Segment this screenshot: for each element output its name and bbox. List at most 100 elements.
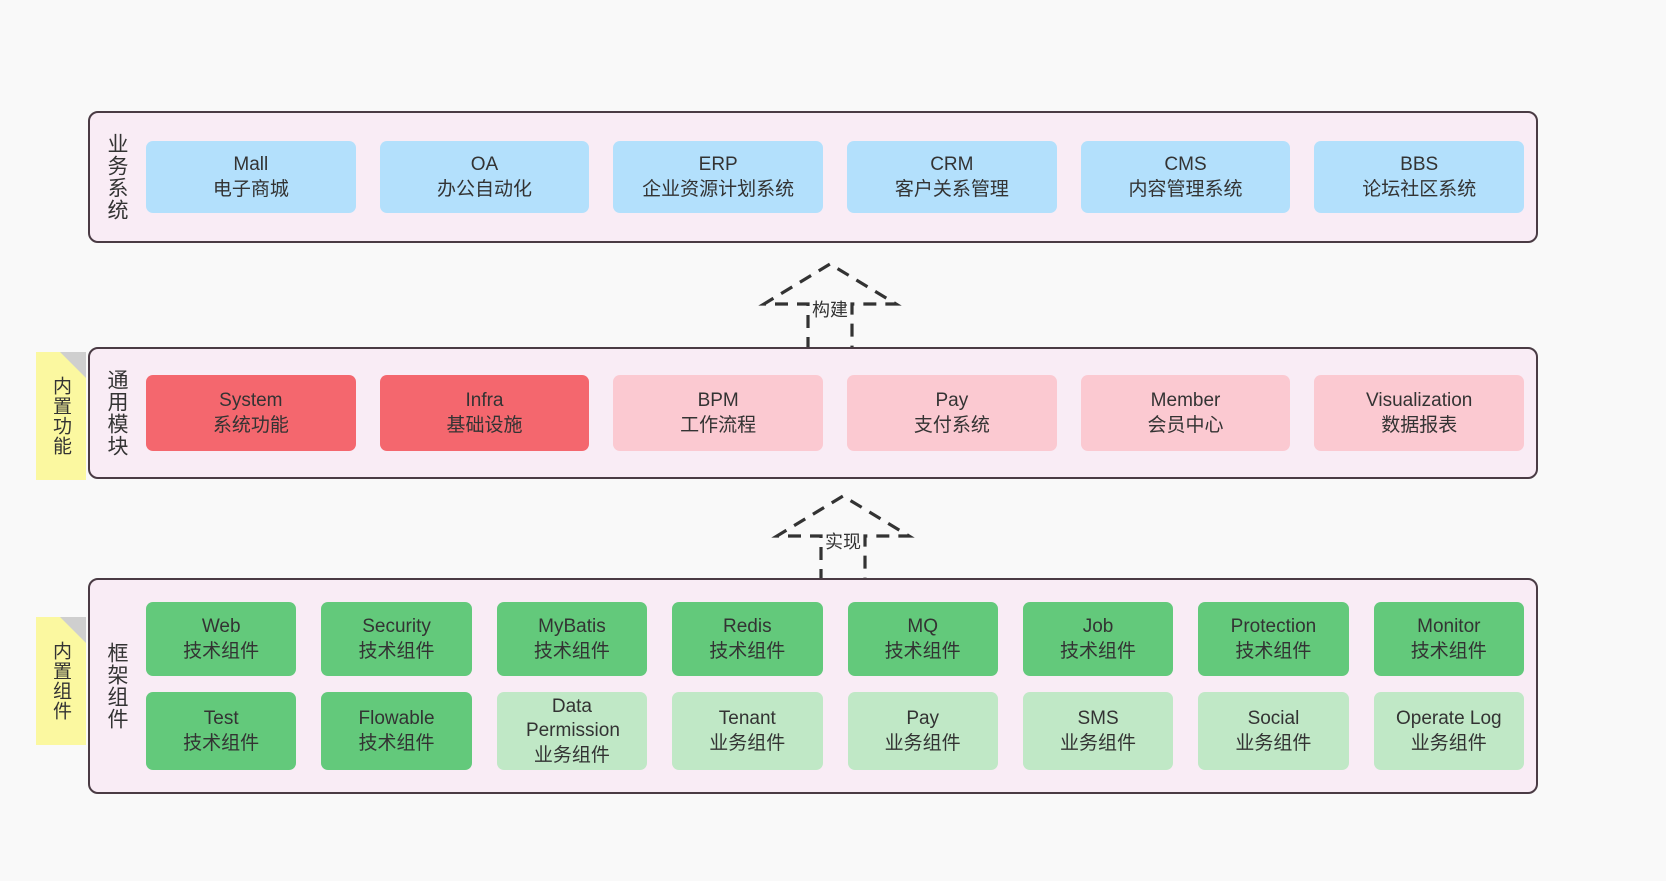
- node-subtitle: 系统功能: [212, 414, 289, 436]
- node-title: MQ: [907, 615, 938, 637]
- node-subtitle: 技术组件: [358, 640, 435, 662]
- node-mall[interactable]: Mall 电子商城: [146, 141, 356, 213]
- layer-title-framework-components: 框架组件: [104, 642, 129, 730]
- node-title: Job: [1082, 615, 1114, 637]
- node-title: Social: [1247, 707, 1300, 729]
- node-subtitle: 业务组件: [533, 744, 610, 767]
- node-subtitle: 业务组件: [709, 732, 786, 754]
- side-tag-label: 内置组件: [50, 641, 73, 721]
- node-title: MyBatis: [538, 615, 606, 637]
- node-bpm[interactable]: BPM 工作流程: [613, 375, 824, 451]
- node-tenant[interactable]: Tenant 业务组件: [672, 692, 823, 770]
- node-title: Tenant: [718, 707, 776, 729]
- arrow-label-build: 构建: [810, 296, 850, 322]
- node-social[interactable]: Social 业务组件: [1198, 692, 1349, 770]
- node-subtitle: 客户关系管理: [894, 178, 1009, 200]
- node-subtitle: 技术组件: [1410, 640, 1487, 662]
- node-title: Monitor: [1417, 615, 1481, 637]
- node-oa[interactable]: OA 办公自动化: [379, 141, 590, 213]
- node-row: System 系统功能 Infra 基础设施 BPM 工作流程 Pay 支付系统…: [146, 375, 1525, 451]
- node-title: BBS: [1400, 153, 1439, 175]
- node-subtitle: 技术组件: [1235, 640, 1312, 662]
- node-title: Mall: [233, 153, 269, 175]
- node-job[interactable]: Job 技术组件: [1022, 602, 1174, 676]
- node-security[interactable]: Security 技术组件: [321, 602, 472, 676]
- node-system[interactable]: System 系统功能: [146, 375, 356, 451]
- layer-business-systems: 业务系统 Mall 电子商城 OA 办公自动化 ERP 企业资源计划系统 CRM…: [88, 111, 1538, 243]
- node-subtitle: 电子商城: [212, 178, 289, 200]
- node-title: Pay: [906, 707, 940, 729]
- node-row: Web 技术组件 Security 技术组件 MyBatis 技术组件 Redi…: [146, 602, 1524, 676]
- node-subtitle: 业务组件: [1410, 732, 1487, 754]
- layer-body-framework-components: Web 技术组件 Security 技术组件 MyBatis 技术组件 Redi…: [142, 580, 1536, 792]
- node-erp[interactable]: ERP 企业资源计划系统: [613, 141, 824, 213]
- layer-body-common-modules: System 系统功能 Infra 基础设施 BPM 工作流程 Pay 支付系统…: [142, 349, 1536, 477]
- node-subtitle: 技术组件: [358, 732, 435, 754]
- node-mybatis[interactable]: MyBatis 技术组件: [496, 602, 648, 676]
- node-title: System: [219, 389, 283, 411]
- node-title: CRM: [930, 153, 974, 175]
- node-cms[interactable]: CMS 内容管理系统: [1080, 141, 1291, 213]
- node-subtitle: 技术组件: [183, 640, 260, 662]
- node-monitor[interactable]: Monitor 技术组件: [1373, 602, 1524, 676]
- node-pay-component[interactable]: Pay 业务组件: [847, 692, 998, 770]
- node-bbs[interactable]: BBS 论坛社区系统: [1314, 141, 1525, 213]
- node-subtitle: 工作流程: [680, 414, 757, 436]
- node-test[interactable]: Test 技术组件: [146, 692, 297, 770]
- layer-body-business-systems: Mall 电子商城 OA 办公自动化 ERP 企业资源计划系统 CRM 客户关系…: [142, 113, 1536, 241]
- node-title: Test: [203, 707, 239, 729]
- node-member[interactable]: Member 会员中心: [1080, 375, 1291, 451]
- node-redis[interactable]: Redis 技术组件: [672, 602, 823, 676]
- node-title: CMS: [1164, 153, 1207, 175]
- node-title: Visualization: [1366, 389, 1473, 411]
- node-title: Pay: [935, 389, 969, 411]
- folded-corner-icon: [60, 617, 86, 643]
- node-web[interactable]: Web 技术组件: [146, 602, 297, 676]
- node-subtitle: 业务组件: [884, 732, 961, 754]
- side-tag-builtin-components: 内置组件: [36, 617, 86, 745]
- node-title: Infra: [465, 389, 504, 411]
- node-operate-log[interactable]: Operate Log 业务组件: [1373, 692, 1524, 770]
- node-protection[interactable]: Protection 技术组件: [1198, 602, 1349, 676]
- node-title: Flowable: [358, 707, 435, 729]
- node-crm[interactable]: CRM 客户关系管理: [847, 141, 1057, 213]
- node-visualization[interactable]: Visualization 数据报表: [1314, 375, 1525, 451]
- node-title: Security: [362, 615, 431, 637]
- arrow-implement: 实现: [771, 494, 915, 582]
- node-subtitle: 内容管理系统: [1128, 178, 1243, 200]
- folded-corner-icon: [60, 352, 86, 378]
- layer-title-business-systems: 业务系统: [104, 133, 129, 221]
- arrow-build: 构建: [758, 262, 902, 350]
- node-subtitle: 数据报表: [1381, 414, 1458, 436]
- node-title: Data Permission: [525, 695, 620, 741]
- node-title: OA: [470, 153, 499, 175]
- arrow-label-implement: 实现: [823, 528, 863, 554]
- node-subtitle: 技术组件: [533, 640, 610, 662]
- node-title: ERP: [698, 153, 738, 175]
- node-subtitle: 技术组件: [1060, 640, 1137, 662]
- node-subtitle: 技术组件: [183, 732, 260, 754]
- node-mq[interactable]: MQ 技术组件: [847, 602, 998, 676]
- node-subtitle: 基础设施: [446, 414, 523, 436]
- node-title: BPM: [697, 389, 739, 411]
- side-tag-label: 内置功能: [50, 376, 73, 456]
- layer-title-common-modules: 通用模块: [104, 369, 129, 457]
- node-title: Web: [201, 615, 241, 637]
- node-subtitle: 办公自动化: [437, 178, 533, 200]
- node-subtitle: 技术组件: [709, 640, 786, 662]
- layer-common-modules: 通用模块 System 系统功能 Infra 基础设施 BPM 工作流程 Pay…: [88, 347, 1538, 479]
- node-title: Protection: [1230, 615, 1317, 637]
- node-row: Mall 电子商城 OA 办公自动化 ERP 企业资源计划系统 CRM 客户关系…: [146, 141, 1525, 213]
- node-flowable[interactable]: Flowable 技术组件: [321, 692, 472, 770]
- node-sms[interactable]: SMS 业务组件: [1022, 692, 1174, 770]
- node-infra[interactable]: Infra 基础设施: [379, 375, 590, 451]
- node-subtitle: 论坛社区系统: [1362, 178, 1477, 200]
- node-subtitle: 业务组件: [1060, 732, 1137, 754]
- node-pay[interactable]: Pay 支付系统: [847, 375, 1057, 451]
- node-title: Member: [1150, 389, 1221, 411]
- node-data-permission[interactable]: Data Permission 业务组件: [496, 692, 648, 770]
- node-title: SMS: [1077, 707, 1119, 729]
- node-subtitle: 技术组件: [884, 640, 961, 662]
- node-subtitle: 支付系统: [913, 414, 990, 436]
